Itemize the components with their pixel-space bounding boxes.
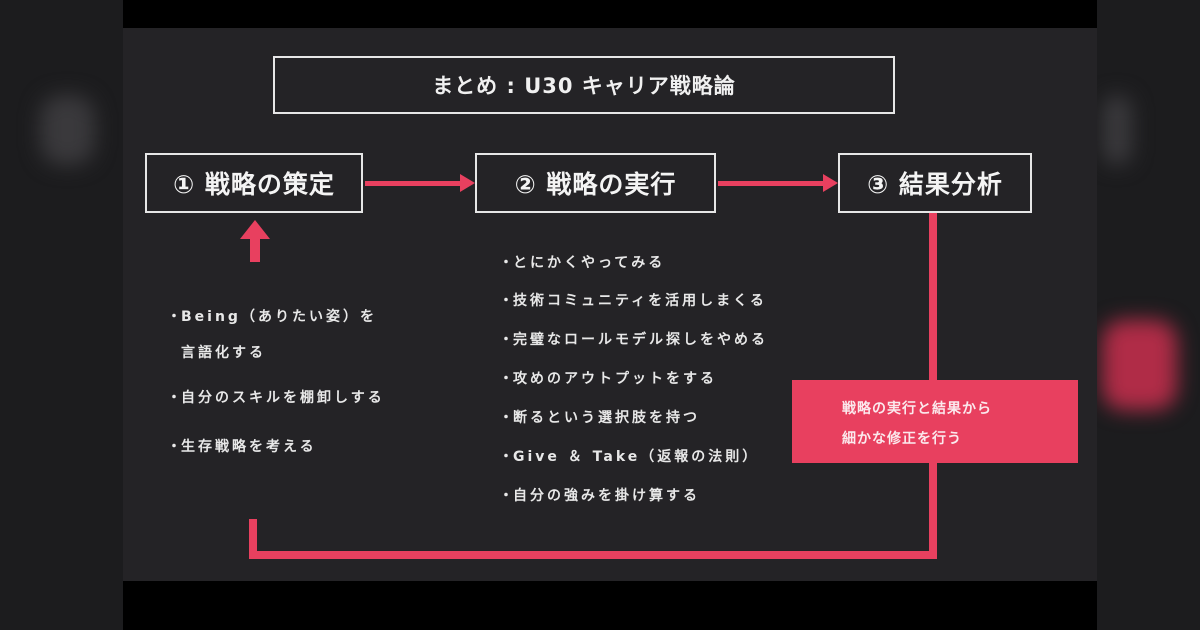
slide-title: まとめ : U30 キャリア戦略論: [273, 56, 895, 114]
arrow-up-shaft: [250, 238, 260, 262]
arrow-right-icon: [365, 174, 475, 192]
list-item: 自分のスキルを棚卸しする: [167, 387, 385, 407]
arrow-right-icon: [718, 174, 838, 192]
blurred-shape: [40, 95, 95, 165]
list-item: とにかくやってみる: [499, 252, 665, 272]
list-item: 攻めのアウトプットをする: [499, 368, 717, 388]
list-item-continuation: 言語化する: [181, 345, 266, 361]
step-box-strategy-formulation: ① 戦略の策定: [145, 153, 363, 213]
list-item: 生存戦略を考える: [167, 436, 317, 456]
blurred-background-left: [0, 0, 123, 630]
loop-connector-vertical-left: [249, 519, 257, 559]
step-box-result-analysis: ③ 結果分析: [838, 153, 1032, 213]
list-item: Give ＆ Take（返報の法則）: [499, 446, 759, 466]
blurred-shape: [1102, 95, 1132, 165]
list-item: 技術コミュニティを活用しまくる: [499, 290, 767, 310]
list-item: 完璧なロールモデル探しをやめる: [499, 329, 768, 349]
note-line: 細かな修正を行う: [842, 431, 962, 447]
step-box-strategy-execution: ② 戦略の実行: [475, 153, 716, 213]
list-item: 自分の強みを掛け算する: [499, 485, 700, 505]
note-line: 戦略の実行と結果から: [842, 401, 992, 417]
blurred-background-right: [1097, 0, 1200, 630]
list-item: 断るという選択肢を持つ: [499, 407, 700, 427]
slide: まとめ : U30 キャリア戦略論 ① 戦略の策定 ② 戦略の実行 ③ 結果分析…: [123, 28, 1097, 581]
feedback-note-box: 戦略の実行と結果から 細かな修正を行う: [792, 380, 1078, 463]
blurred-note-shape: [1102, 320, 1177, 410]
loop-connector-bottom: [249, 551, 937, 559]
arrow-up-icon: [240, 220, 270, 239]
list-item: Being（ありたい姿）を: [167, 306, 377, 326]
video-frame: まとめ : U30 キャリア戦略論 ① 戦略の策定 ② 戦略の実行 ③ 結果分析…: [123, 0, 1097, 630]
